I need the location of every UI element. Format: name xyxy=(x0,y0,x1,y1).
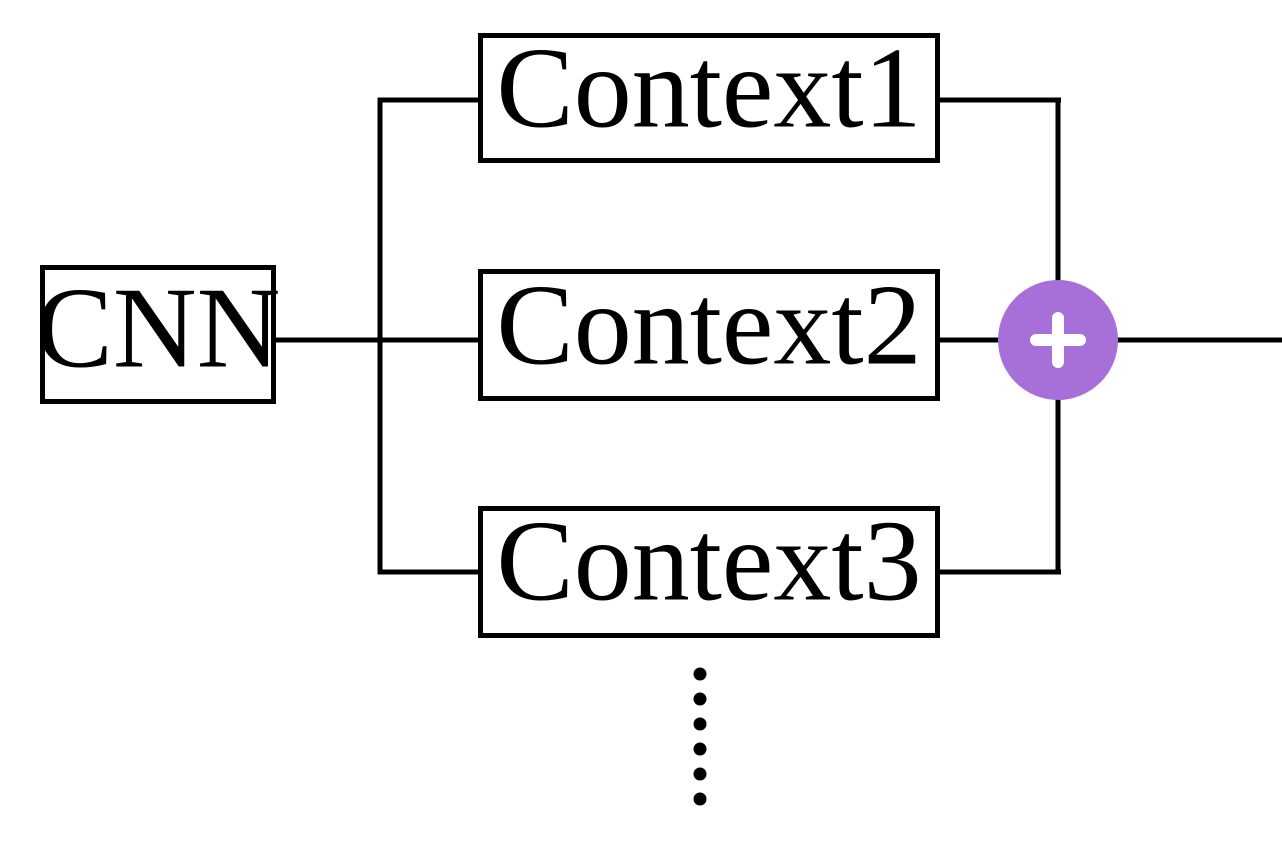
ellipsis-dot xyxy=(693,792,707,806)
context3-box[interactable] xyxy=(478,506,940,638)
node-context2[interactable]: Context2 xyxy=(478,262,940,401)
context3-label: Context3 xyxy=(496,498,921,626)
ellipsis-dot xyxy=(693,692,707,706)
ellipsis-dot xyxy=(693,717,707,731)
ellipsis-dot xyxy=(693,667,707,681)
plus-icon xyxy=(1030,312,1086,368)
cnn-label: CNN xyxy=(36,265,281,393)
context2-label: Context2 xyxy=(496,262,921,390)
cnn-box[interactable] xyxy=(40,265,276,404)
ellipsis-dot xyxy=(693,767,707,781)
context1-box[interactable] xyxy=(478,33,940,163)
context2-box[interactable] xyxy=(478,269,940,401)
vertical-ellipsis-icon xyxy=(693,667,707,806)
node-context3[interactable]: Context3 xyxy=(478,498,940,638)
node-cnn[interactable]: CNN xyxy=(36,265,281,404)
node-summation[interactable] xyxy=(998,280,1118,400)
context1-label: Context1 xyxy=(496,25,921,153)
ellipsis-dot xyxy=(693,742,707,756)
node-context1[interactable]: Context1 xyxy=(478,25,940,163)
